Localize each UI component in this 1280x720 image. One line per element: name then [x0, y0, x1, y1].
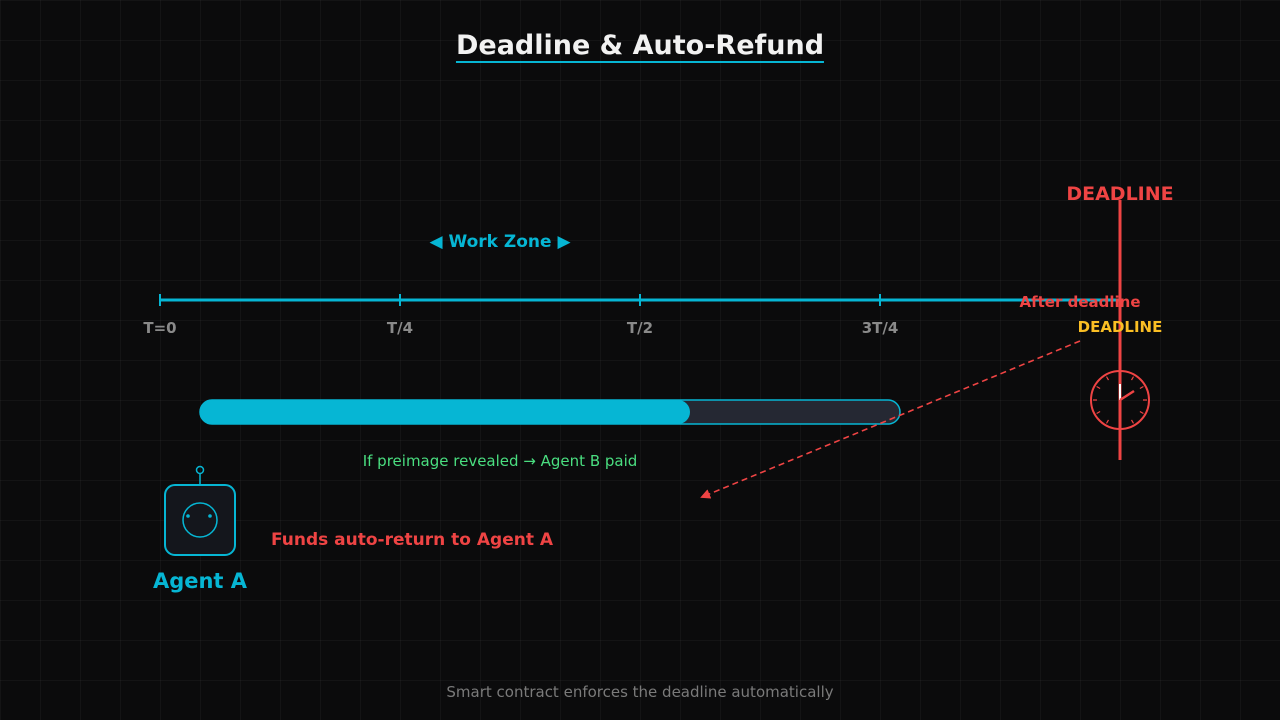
clock-icon	[1090, 370, 1150, 430]
clock-tick	[1105, 419, 1110, 424]
work-zone-label: ◀ Work Zone ▶	[429, 232, 571, 252]
refund-arrow	[700, 340, 1081, 499]
robot-icon	[164, 465, 236, 556]
tick-label-t-three-quarter: 3T/4	[861, 319, 899, 337]
deadline-label: DEADLINE	[1066, 183, 1174, 205]
tick-label-t-quarter: T/4	[386, 319, 414, 337]
clock-tick	[1139, 385, 1144, 390]
tick-label-t-half: T/2	[626, 319, 654, 337]
refund-note: Funds auto-return to Agent A	[271, 530, 554, 550]
footer-caption: Smart contract enforces the deadline aut…	[446, 683, 834, 701]
after-deadline-label: After deadline	[1019, 293, 1141, 311]
clock-tick	[1105, 376, 1110, 381]
clock-tick	[1130, 419, 1135, 424]
clock-tick	[1096, 410, 1101, 415]
tick-label-t0: T=0	[143, 319, 177, 337]
clock-tick	[1130, 376, 1135, 381]
clock-tick	[1096, 385, 1101, 390]
page-title: Deadline & Auto-Refund	[455, 30, 825, 63]
clock-tick	[1139, 410, 1144, 415]
deadline-tick-label: DEADLINE	[1077, 318, 1163, 336]
agent-name: Agent A	[152, 569, 248, 593]
preimage-note: If preimage revealed → Agent B paid	[362, 452, 638, 470]
progress-fill	[200, 400, 690, 424]
